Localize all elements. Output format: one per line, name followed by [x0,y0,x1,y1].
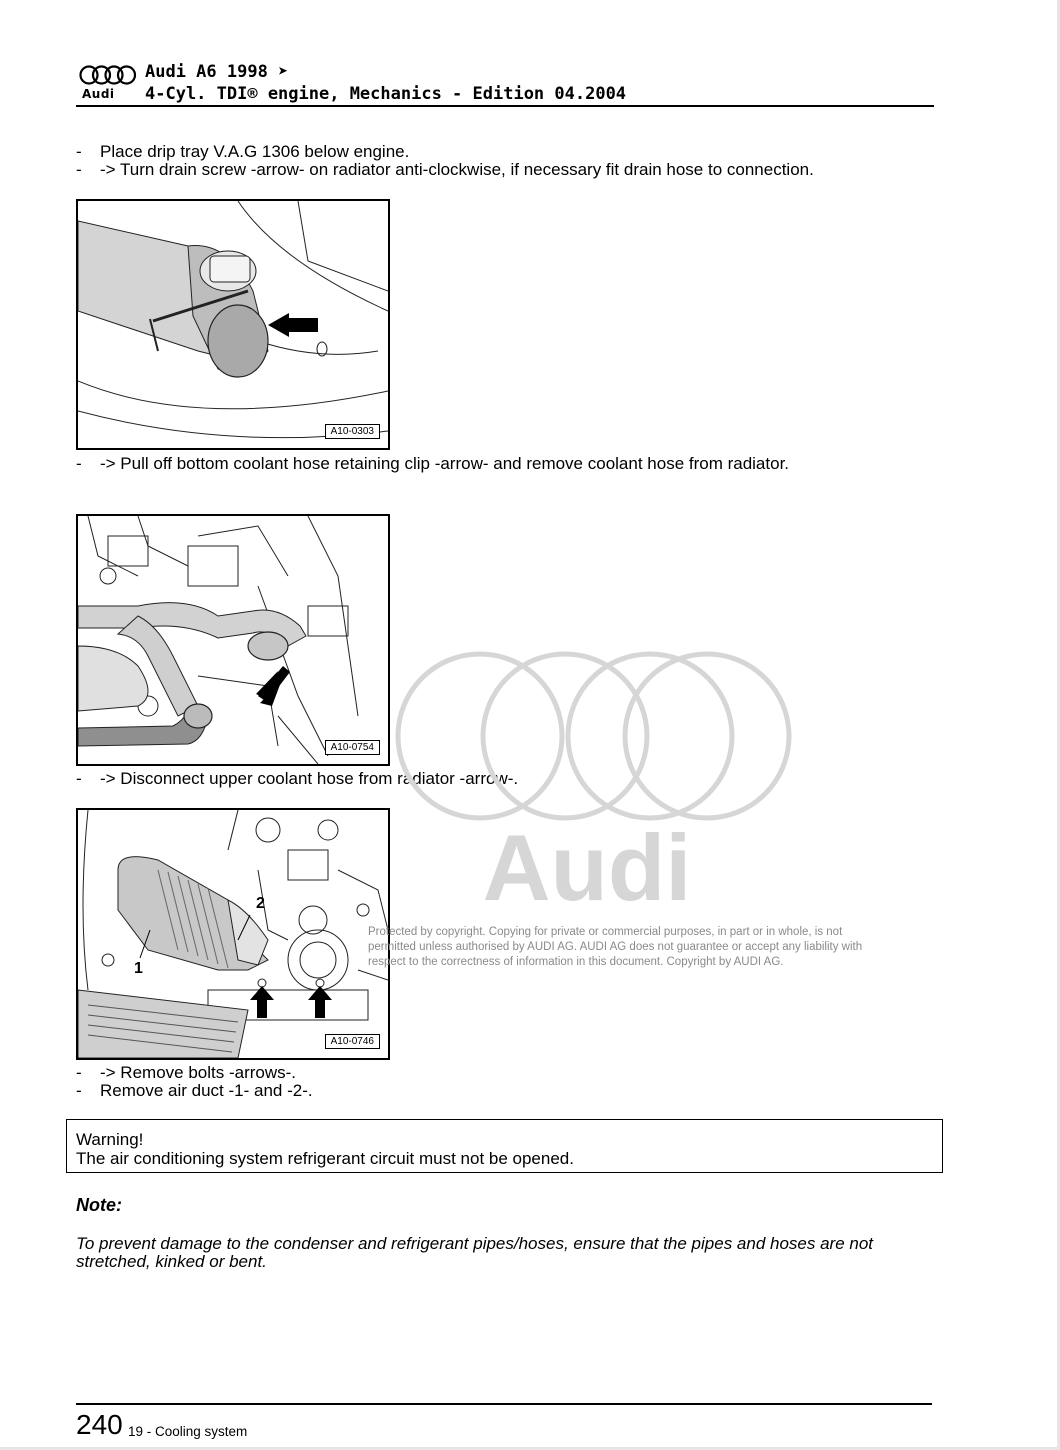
header-model-line: Audi A6 1998 ➤ [145,62,289,82]
figure-air-duct: 1 2 A10-0746 [76,808,390,1060]
audi-wordmark: Audi [82,87,115,101]
step-text: -> Turn drain screw -arrow- on radiator … [100,160,814,179]
copyright-watermark: Protected by copyright. Copying for priv… [368,926,863,968]
note-text: To prevent damage to the condenser and r… [76,1234,874,1271]
header-subtitle: 4-Cyl. TDI® engine, Mechanics - Edition … [145,84,627,104]
section-title: 19 - Cooling system [128,1424,248,1439]
step-item: -Remove air duct -1- and -2-. [76,1081,313,1100]
figure-label: A10-0303 [324,424,380,439]
step-text: Place drip tray V.A.G 1306 below engine. [100,142,410,161]
step-item: -Place drip tray V.A.G 1306 below engine… [76,142,410,161]
audi-rings-logo [79,65,137,85]
note-title: Note: [76,1195,122,1215]
warning-text: The air conditioning system refrigerant … [76,1149,574,1168]
step-text: Remove air duct -1- and -2-. [100,1081,313,1100]
warning-title: Warning! [76,1130,144,1149]
figure-label: A10-0754 [324,740,380,755]
figure-drain-screw: A10-0303 [76,199,390,450]
page-number: 240 [76,1409,123,1440]
step-item: --> Turn drain screw -arrow- on radiator… [76,160,814,179]
document-header: Audi Audi A6 1998 ➤ 4-Cyl. TDI® engine, … [76,60,934,107]
audi-wordmark-watermark: Audi [483,815,692,910]
callout-1: 1 [134,960,143,977]
callout-2: 2 [256,895,265,912]
step-text: -> Pull off bottom coolant hose retainin… [100,454,790,473]
warning-box: Warning! The air conditioning system ref… [66,1119,943,1173]
figure-bottom-hose-clip: A10-0754 [76,514,390,766]
figure-label: A10-0746 [324,1034,380,1049]
step-item: --> Remove bolts -arrows-. [76,1063,297,1082]
footer-rule [76,1403,932,1405]
step-item: --> Pull off bottom coolant hose retaini… [76,454,790,473]
audi-rings-watermark: Audi [395,651,792,910]
step-text: -> Remove bolts -arrows-. [100,1063,297,1082]
